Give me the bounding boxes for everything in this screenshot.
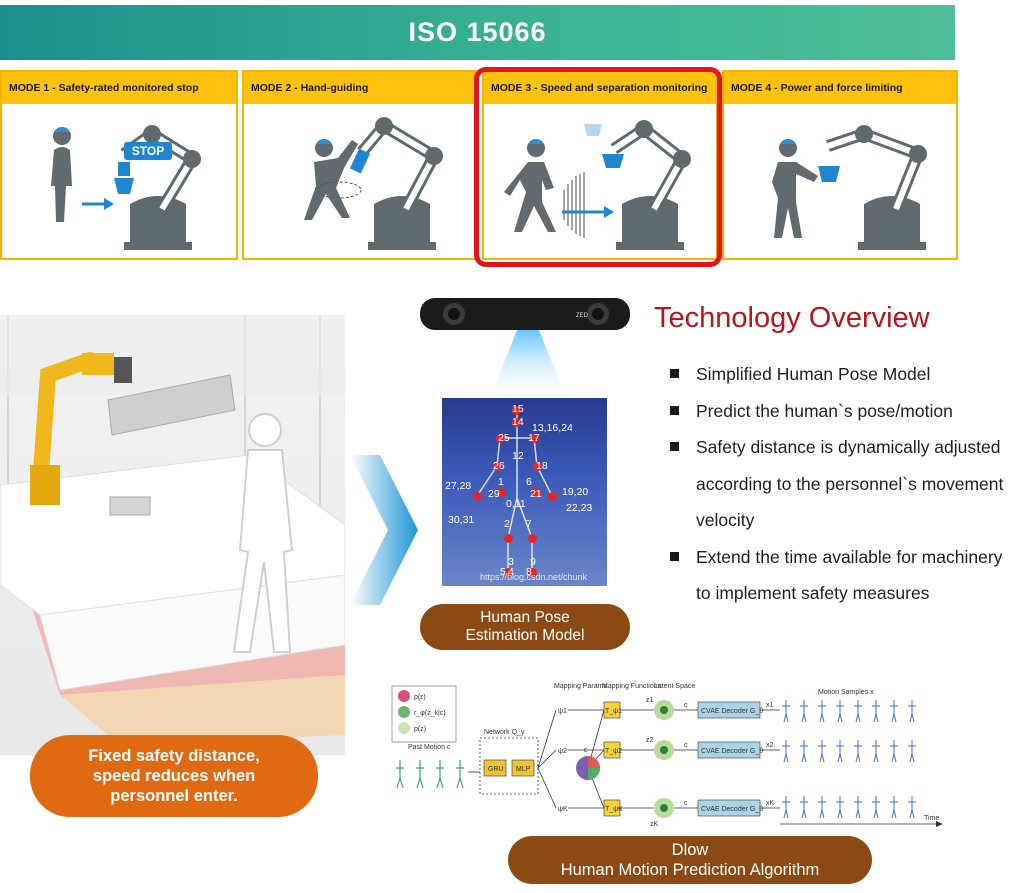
fixed-caption-line-2: speed reduces when [92,767,256,785]
workcell-illustration [0,315,345,755]
pose-label: 14 [512,416,524,428]
fixed-caption-line-3: personnel enter. [110,787,238,805]
zed-label: ZED [576,313,589,319]
mlp-label: MLP [516,766,531,773]
pose-label: 6 [526,476,532,488]
technology-bullet: Simplified Human Pose Model [668,356,1018,393]
mode-2-panel: MODE 2 - Hand-guiding [242,70,478,260]
pose-label: 0,11 [506,498,526,510]
pose-label: 25 [498,432,510,444]
zed-camera: ZED [420,298,630,402]
t-box-label: T_ψ1 [605,708,622,715]
mode-3-highlight-frame [474,67,722,267]
c-label: c [684,742,688,749]
decoder-label: CVAE Decoder G_θ [701,806,763,813]
legend-p-z: p(z) [414,726,426,733]
pose-label: 7 [526,518,532,530]
pose-label: 30,31 [448,514,475,526]
pose-caption-line-2: Estimation Model [465,627,585,644]
mode-1-title: MODE 1 - Safety-rated monitored stop [2,72,236,104]
technology-bullet: Safety distance is dynamically adjusted … [668,429,1018,539]
pose-label: 5 [500,566,506,578]
mode-3-panel: MODE 3 - Speed and separation monitoring [482,70,718,260]
psi-label: ψK [558,806,568,813]
pose-label: 15 [512,403,524,415]
pose-model-caption: Human Pose Estimation Model [420,604,630,650]
iso-banner: ISO 15066 [0,5,955,60]
pose-label: 1 [498,476,504,488]
x-label: xK [766,800,775,807]
mode-1-panel: MODE 1 - Safety-rated monitored stop STO… [0,70,238,260]
legend-p-eps: p(ε) [414,694,426,701]
iso-title: ISO 15066 [408,17,547,47]
t-box-label: T_ψK [605,806,623,813]
motion-samples-label: Motion Samples x [818,689,874,696]
mode-2-title: MODE 2 - Hand-guiding [244,72,476,104]
fixed-safety-caption: Fixed safety distance, speed reduces whe… [30,735,318,817]
decoder-label: CVAE Decoder G_θ [701,748,763,755]
mode-3-title: MODE 3 - Speed and separation monitoring [484,72,716,104]
dlow-caption-line-2: Human Motion Prediction Algorithm [560,861,820,879]
pose-label: 13,16,24 [532,422,573,434]
technology-bullet: Predict the human`s pose/motion [668,393,1018,430]
pose-label: 22,23 [566,502,593,514]
pose-label: 19,20 [562,486,589,498]
pose-label: 8 [526,566,532,578]
z-label: zK [650,821,659,828]
mapping-functions-label: Mapping Functions [602,683,662,690]
technology-bullet-list: Simplified Human Pose Model Predict the … [668,356,1018,612]
pose-label: 29 [488,488,500,500]
chevron-right-icon [350,455,418,605]
pose-label: 26 [493,460,505,472]
time-label: Time [924,815,939,822]
c-label: c [684,702,688,709]
dlow-caption: Dlow Human Motion Prediction Algorithm [508,836,872,884]
z-label: z1 [646,697,654,704]
pose-label: 3 [508,556,514,568]
decoder-label: CVAE Decoder G_θ [701,708,763,715]
pose-watermark: https://blog.csdn.net/chunk [480,572,588,582]
latent-space-label: Latent Space [654,683,695,690]
mode-4-illustration [772,125,927,250]
pose-estimation-image: 15 14 13,16,24 25 17 12 26 18 27,28 1 6 … [442,398,607,586]
pose-label: 17 [528,432,540,444]
pose-label: 21 [530,488,542,500]
dlow-caption-line-1: Dlow [671,841,709,859]
z-label: z2 [646,737,654,744]
pose-label: 2 [504,518,510,530]
eps-label: ε [584,747,587,754]
dlow-architecture-diagram: p(ε) r_φ(z_k|c) p(z) Past Motion c Netwo… [391,683,943,828]
x-label: x2 [766,742,774,749]
past-motion-label: Past Motion c [408,744,451,751]
c-label: c [684,800,688,807]
network-label: Network Q_γ [484,729,525,736]
psi-label: ψ2 [558,748,567,755]
psi-label: ψ1 [558,708,567,715]
pose-label: 12 [512,450,524,462]
legend-r-phi: r_φ(z_k|c) [414,710,446,717]
technology-title: Technology Overview [654,302,930,334]
pose-label: 9 [530,556,536,568]
pose-label: 18 [536,460,548,472]
gru-label: GRU [488,766,504,773]
mode-4-title: MODE 4 - Power and force limiting [724,72,956,104]
pose-label: 4 [508,566,514,578]
mode-2-illustration [304,117,443,250]
t-box-label: T_ψ2 [605,748,622,755]
x-label: x1 [766,702,774,709]
fixed-caption-line-1: Fixed safety distance, [88,747,260,765]
stop-label: STOP [132,144,164,158]
mapping-params-label: Mapping Params [554,683,607,690]
mode-3-illustration [504,120,691,250]
pose-label: 27,28 [445,480,472,492]
technology-bullet: Extend the time available for machinery … [668,539,1018,612]
pose-caption-line-1: Human Pose [480,609,570,626]
mode-1-illustration: STOP [51,125,201,250]
mode-4-panel: MODE 4 - Power and force limiting [722,70,958,260]
